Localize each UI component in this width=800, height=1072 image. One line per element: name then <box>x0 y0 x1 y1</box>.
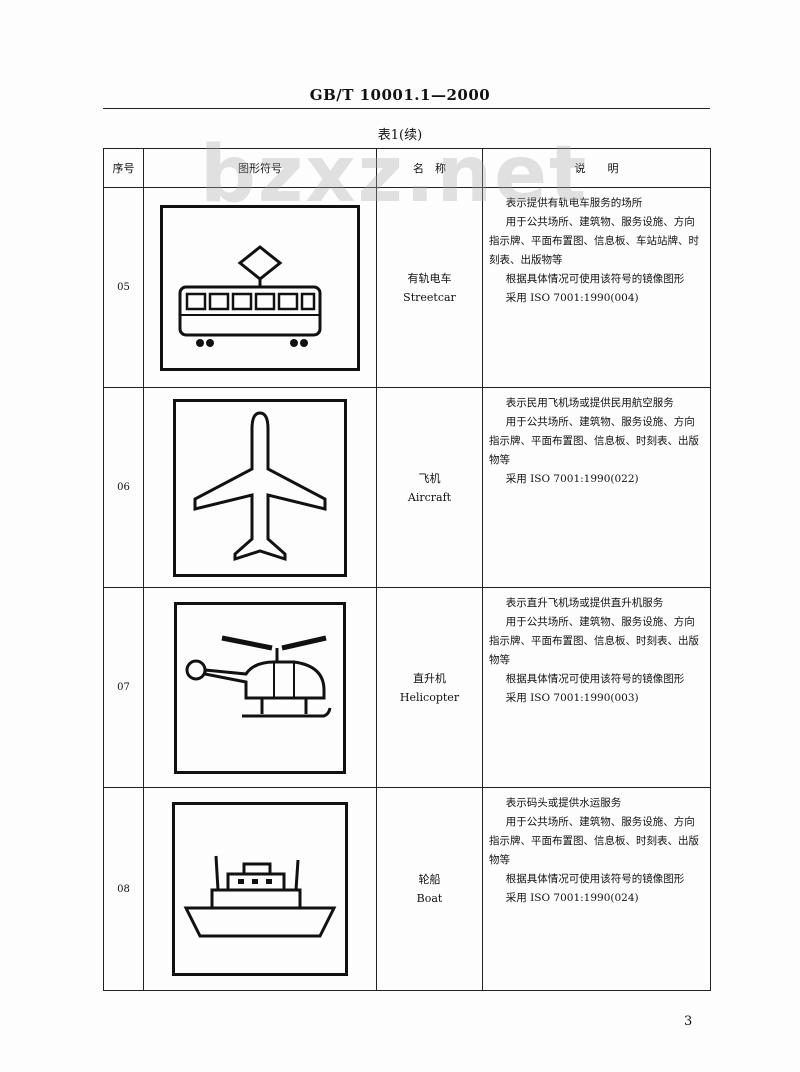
header-rule <box>103 108 710 109</box>
name-cn: 轮船 <box>418 873 441 886</box>
desc-cell: 表示民用飞机场或提供民用航空服务 用于公共场所、建筑物、服务设施、方向指示牌、平… <box>482 387 711 588</box>
desc-cell: 表示提供有轨电车服务的场所 用于公共场所、建筑物、服务设施、方向指示牌、平面布置… <box>482 187 711 388</box>
table-row: 06 飞机 Aircraft 表示民用飞机场或提供民用航空服务 用于公共场所、建筑… <box>103 387 711 588</box>
symbol-cell <box>143 787 377 991</box>
table-header-row: 序号 图形符号 名 称 说 明 <box>103 148 711 188</box>
table-row: 07 直升机 Helicopter 表示直升飞机场或提供直升机服务 用于公共场所、… <box>103 587 711 788</box>
name-en: Helicopter <box>399 690 460 704</box>
name-cn: 直升机 <box>413 671 446 685</box>
desc-cell: 表示码头或提供水运服务 用于公共场所、建筑物、服务设施、方向指示牌、平面布置图、… <box>482 787 711 991</box>
symbol-cell <box>143 587 377 788</box>
desc-line: 用于公共场所、建筑物、服务设施、方向指示牌、平面布置图、信息板、时刻表、出版物等 <box>489 816 699 866</box>
desc-line: 表示码头或提供水运服务 <box>505 797 622 809</box>
desc-line: 表示民用飞机场或提供民用航空服务 <box>505 397 674 409</box>
desc-line: 采用 ISO 7001:1990(003) <box>505 692 639 704</box>
name-en: Boat <box>416 892 443 905</box>
desc-line: 用于公共场所、建筑物、服务设施、方向指示牌、平面布置图、信息板、时刻表、出版物等 <box>489 416 699 466</box>
row-seq: 07 <box>103 587 144 788</box>
col-name: 名 称 <box>376 148 483 188</box>
desc-line: 根据具体情况可使用该符号的镜像图形 <box>505 273 685 285</box>
desc-line: 用于公共场所、建筑物、服务设施、方向指示牌、平面布置图、信息板、时刻表、出版物等 <box>489 616 699 666</box>
name-cell: 直升机 Helicopter <box>376 587 483 788</box>
desc-cell: 表示直升飞机场或提供直升机服务 用于公共场所、建筑物、服务设施、方向指示牌、平面… <box>482 587 711 788</box>
table-row: 05 有轨电车 Streetcar 表示提供有轨电车服务的场所 用于公共场所、建筑… <box>103 187 711 388</box>
desc-line: 表示直升飞机场或提供直升机服务 <box>505 597 664 609</box>
symbol-cell <box>143 187 377 388</box>
name-cn: 有轨电车 <box>407 271 452 285</box>
desc-line: 根据具体情况可使用该符号的镜像图形 <box>505 873 685 885</box>
desc-line: 采用 ISO 7001:1990(004) <box>505 292 639 304</box>
symbol-table: 序号 图形符号 名 称 说 明 05 有轨电车 Streetcar 表示提供有轨电… <box>103 148 711 991</box>
name-cn: 飞机 <box>418 471 441 485</box>
row-seq: 06 <box>103 387 144 588</box>
col-seq: 序号 <box>103 148 144 188</box>
desc-line: 采用 ISO 7001:1990(022) <box>505 473 639 485</box>
boat-icon <box>172 802 348 976</box>
col-desc: 说 明 <box>482 148 711 188</box>
name-cell: 有轨电车 Streetcar <box>376 187 483 388</box>
streetcar-icon <box>160 204 360 371</box>
desc-line: 根据具体情况可使用该符号的镜像图形 <box>505 673 685 685</box>
desc-line: 用于公共场所、建筑物、服务设施、方向指示牌、平面布置图、信息板、车站站牌、时刻表… <box>489 216 699 266</box>
name-cell: 轮船 Boat <box>376 787 483 991</box>
table-row: 08 轮船 Boat 表示码头或提供水运服务 用于公共场所、建筑物、服务设施、方向… <box>103 787 711 991</box>
row-seq: 08 <box>103 787 144 991</box>
aircraft-icon <box>173 398 347 577</box>
col-symbol: 图形符号 <box>143 148 377 188</box>
page-number: 3 <box>684 1014 693 1029</box>
table-caption: 表1(续) <box>377 128 423 143</box>
standard-number: GB/T 10001.1—2000 <box>309 86 491 104</box>
desc-line: 采用 ISO 7001:1990(024) <box>505 892 639 904</box>
row-seq: 05 <box>103 187 144 388</box>
symbol-cell <box>143 387 377 588</box>
name-en: Streetcar <box>403 290 456 304</box>
name-cell: 飞机 Aircraft <box>376 387 483 588</box>
helicopter-icon <box>174 601 346 774</box>
name-en: Aircraft <box>407 490 452 504</box>
desc-line: 表示提供有轨电车服务的场所 <box>505 197 643 209</box>
